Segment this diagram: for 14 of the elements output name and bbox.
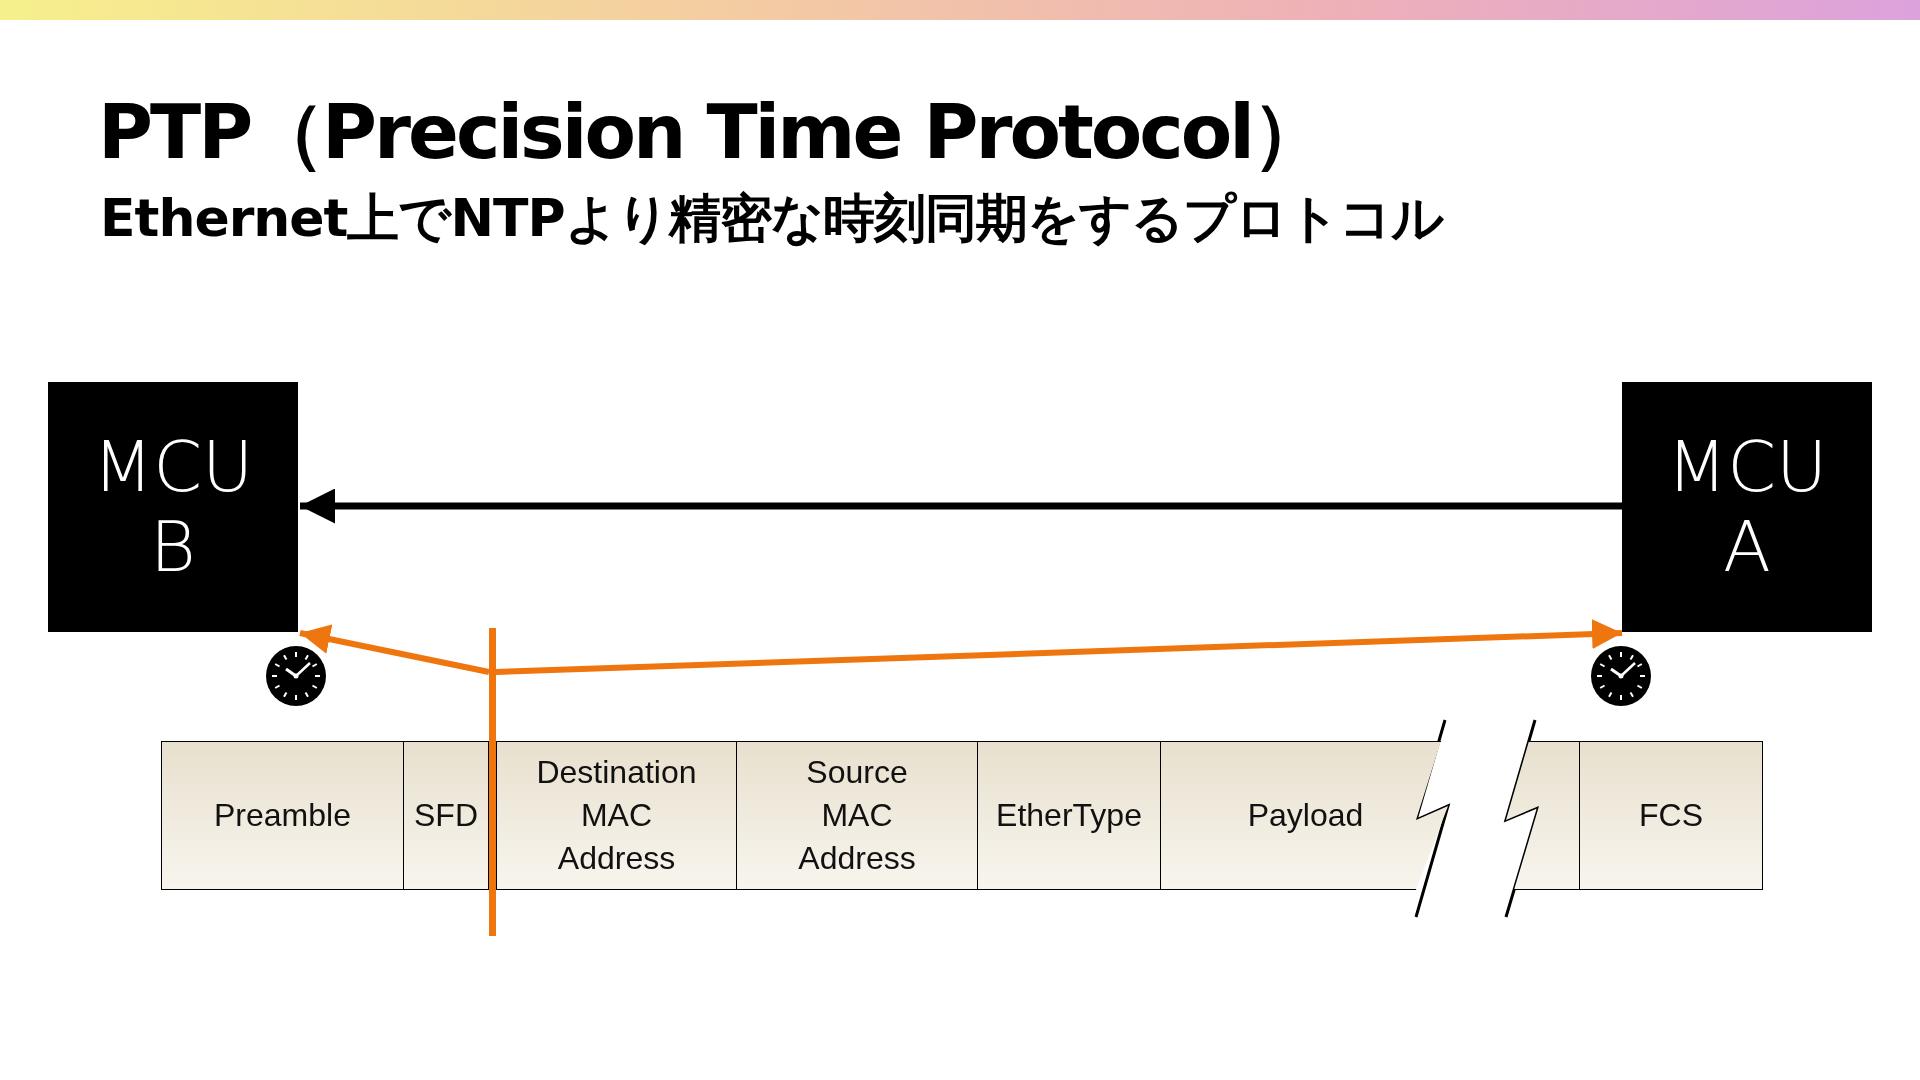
- frame-field: Source MAC Address: [736, 741, 978, 890]
- mcu-box: MCU B: [48, 382, 298, 632]
- subtitle: Ethernet上でNTPより精密な時刻同期をするプロトコル: [100, 188, 1443, 248]
- arrow: [299, 624, 490, 675]
- frame-field: SFD: [403, 741, 489, 890]
- frame-field: Destination MAC Address: [496, 741, 737, 890]
- arrow: [495, 619, 1623, 675]
- frame-field: FCS: [1579, 741, 1763, 890]
- frame-field: EtherType: [977, 741, 1161, 890]
- arrow: [300, 488, 1622, 524]
- frame-field: Preamble: [161, 741, 404, 890]
- mcu-box: MCU A: [1622, 382, 1872, 632]
- title: PTP（Precision Time Protocol）: [98, 87, 1324, 178]
- frame-field: Payload: [1160, 741, 1450, 890]
